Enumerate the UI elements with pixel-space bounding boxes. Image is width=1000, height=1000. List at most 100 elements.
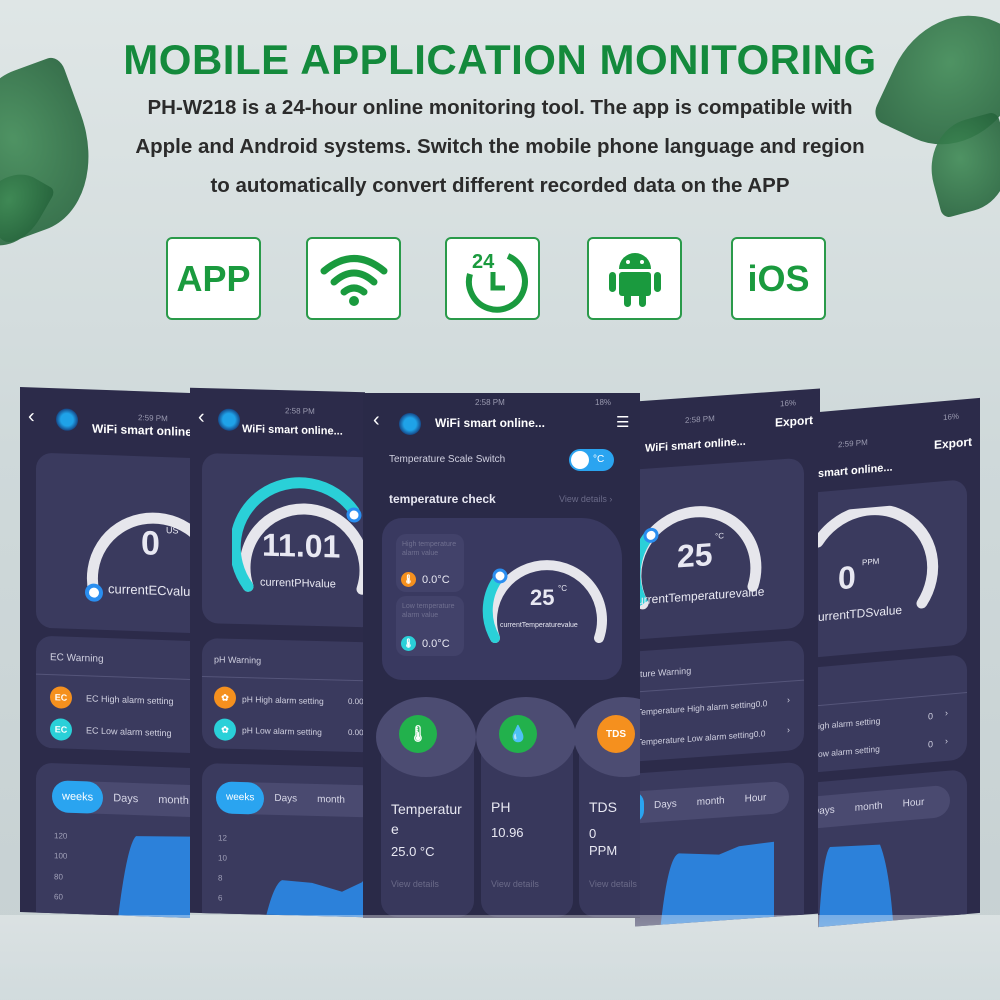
tab-hour[interactable]: Hour: [902, 796, 925, 810]
y-tick: 80: [54, 872, 63, 882]
sensor-card-temperature[interactable]: 🌡 Temperatur e 25.0 °C View details: [376, 697, 476, 917]
tab-month[interactable]: month: [158, 793, 189, 807]
sensor-card-ph[interactable]: 💧 PH 10.96 View details: [476, 697, 576, 917]
thermometer-icon: 🌡: [401, 572, 416, 587]
divider: [36, 673, 190, 681]
app-logo-icon: [56, 408, 78, 432]
view-details-link[interactable]: View details: [491, 879, 539, 889]
ios-badge: iOS: [731, 237, 826, 320]
tds-chart-card: Days month Hour: [818, 769, 967, 928]
app-title: WiFi smart online...: [242, 423, 343, 438]
ph-area-chart: [262, 862, 365, 918]
sensor-name: Temperatur e: [391, 801, 462, 837]
temperature-high-setting[interactable]: Temperature High alarm setting0.0: [637, 698, 768, 718]
back-icon[interactable]: ‹: [28, 405, 35, 428]
temperature-value: 25: [677, 536, 713, 575]
tds-unit: PPM: [862, 556, 880, 568]
back-icon[interactable]: ‹: [373, 409, 380, 431]
status-battery: 16%: [780, 398, 797, 409]
toggle-value: °C: [593, 454, 605, 465]
tab-hour[interactable]: Hour: [744, 792, 767, 805]
floor-reflection: [0, 915, 1000, 1000]
ec-low-setting[interactable]: EC Low alarm setting: [86, 725, 172, 739]
ph-low-icon: ✿: [214, 718, 236, 741]
temperature-unit: °C: [558, 584, 567, 593]
temperature-chart-card: sDaysmonthHour: [635, 761, 804, 927]
ph-chart-card: weeksDaysmonthHour 12 10 8 6: [202, 763, 365, 918]
phone-tds-screen: 2:59 PM 16% smart online... Export 0 PPM…: [818, 397, 980, 928]
high-alarm-label: High temperature alarm value: [402, 541, 457, 557]
view-details-label: View details: [559, 494, 607, 504]
tds-low-setting[interactable]: ow alarm setting: [818, 743, 880, 760]
y-tick: 12: [218, 833, 227, 843]
status-time: 2:58 PM: [475, 398, 505, 407]
high-alarm-box: High temperature alarm value 🌡 0.0°C: [396, 534, 464, 592]
tab-weeks[interactable]: weeks: [216, 781, 265, 815]
chevron-right-icon[interactable]: ›: [787, 724, 790, 735]
temperature-value: 25: [530, 585, 555, 610]
ph-gauge-card: 11.01 currentPHvalue: [202, 453, 365, 628]
chevron-right-icon[interactable]: ›: [945, 735, 948, 746]
status-time: 2:59 PM: [138, 413, 168, 424]
chevron-right-icon[interactable]: ›: [787, 694, 790, 705]
high-alarm-value: 0.0°C: [422, 574, 450, 586]
tab-weeks[interactable]: weeks: [52, 780, 104, 814]
menu-icon[interactable]: ☰: [616, 414, 630, 431]
tab-days[interactable]: Days: [818, 804, 835, 818]
back-icon[interactable]: ‹: [198, 405, 205, 429]
ec-gauge: [85, 512, 190, 602]
app-title: WiFi smart online...: [435, 416, 545, 430]
sensor-name: PH: [491, 799, 511, 815]
thermometer-icon: 🌡: [401, 636, 416, 651]
period-tabs: weeks Days month: [52, 780, 190, 819]
tab-month[interactable]: month: [854, 800, 883, 814]
divider: [202, 676, 365, 682]
tds-icon: TDS: [597, 715, 635, 753]
temperature-scale-toggle[interactable]: °C: [569, 449, 614, 471]
tab-month[interactable]: month: [696, 795, 725, 809]
ec-area-chart: [116, 836, 190, 918]
ec-label: currentECvalue: [108, 581, 190, 600]
chevron-right-icon[interactable]: ›: [945, 707, 948, 718]
tds-low-value: 0: [928, 739, 934, 750]
description-line: PH-W218 is a 24-hour online monitoring t…: [147, 96, 853, 119]
y-tick: 10: [218, 853, 227, 863]
sensor-value: 25.0 °C: [391, 844, 435, 859]
export-button[interactable]: Export: [934, 434, 973, 452]
tab-days[interactable]: Days: [113, 792, 139, 806]
gauge-handle[interactable]: [85, 583, 103, 602]
android-icon: [608, 252, 661, 307]
android-badge: [587, 237, 682, 320]
divider: [818, 692, 967, 708]
view-details-link[interactable]: View details: [589, 879, 637, 889]
tds-warning-card: igh alarm setting 0 › ow alarm setting 0…: [818, 654, 967, 774]
status-battery: 18%: [595, 398, 612, 407]
temperature-warning-card: ature Warning Temperature High alarm set…: [635, 639, 804, 763]
ph-high-setting[interactable]: pH High alarm setting: [242, 694, 324, 707]
tds-high-setting[interactable]: igh alarm setting: [818, 715, 881, 732]
export-button[interactable]: Export: [775, 413, 814, 430]
ph-low-setting[interactable]: pH Low alarm setting: [242, 725, 322, 738]
ph-warning-title: pH Warning: [214, 654, 262, 666]
tds-gauge: [818, 504, 939, 609]
view-details-link[interactable]: View details: [391, 879, 439, 889]
gauge-handle[interactable]: [492, 568, 508, 584]
gauge-handle[interactable]: [346, 507, 362, 523]
tds-gauge-card: 0 PPM urrentTDSvalue: [818, 479, 967, 659]
view-details-link[interactable]: View details ›: [559, 494, 613, 504]
phone-temperature-screen: 2:58 PM 16% WiFi smart online... Export …: [635, 388, 820, 927]
sensor-card-tds[interactable]: TDS TDS 0 PPM View details: [574, 697, 640, 917]
ph-warning-card: pH Warning ✿ pH High alarm setting 0.00 …: [202, 638, 365, 753]
ph-drops-icon: 💧: [499, 715, 537, 753]
description-line: Apple and Android systems. Switch the mo…: [135, 135, 865, 158]
ph-value: 11.01: [262, 526, 341, 565]
period-tabs: weeksDaysmonthHour: [216, 781, 365, 818]
temperature-warning-title: ature Warning: [635, 665, 692, 680]
temperature-low-setting[interactable]: Temperature Low alarm setting0.0: [637, 728, 766, 748]
ec-high-setting[interactable]: EC High alarm setting: [86, 693, 174, 707]
ec-value: 0: [141, 524, 160, 563]
tab-days[interactable]: Days: [654, 798, 677, 812]
gauge-handle[interactable]: [643, 527, 659, 543]
tab-month[interactable]: month: [317, 794, 345, 806]
tab-days[interactable]: Days: [274, 792, 298, 805]
